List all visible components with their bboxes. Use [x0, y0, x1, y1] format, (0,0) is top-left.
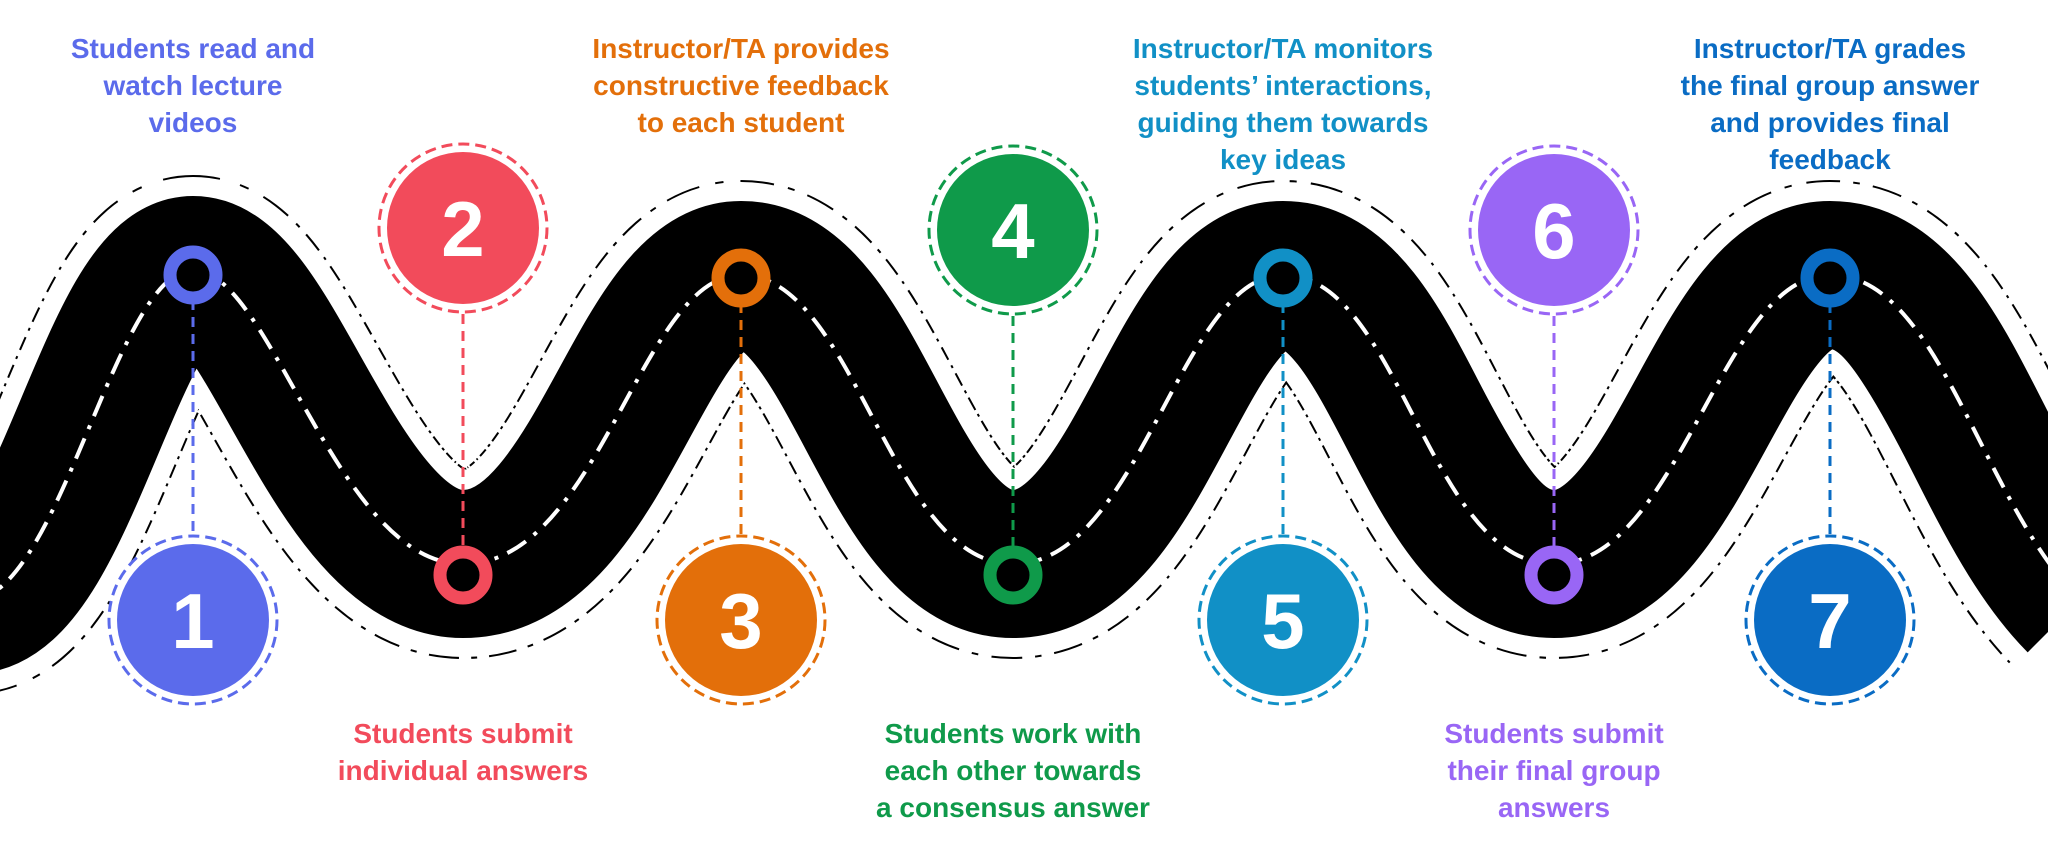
step-6-number: 6 — [1532, 187, 1575, 275]
step-1-number: 1 — [171, 577, 214, 665]
step-2-caption: Students submit individual answers — [337, 718, 589, 786]
step-6-road-pin — [1524, 545, 1584, 605]
step-1-badge — [117, 544, 269, 696]
step-7-road-pin — [1800, 248, 1860, 308]
step-5-caption: Instructor/TA monitors students’ interac… — [1132, 33, 1434, 175]
step-6-caption: Students submit their final group answer… — [1444, 718, 1664, 823]
step-5-road-pin — [1253, 248, 1313, 308]
step-3-road-pin — [711, 248, 771, 308]
step-2-number: 2 — [441, 185, 484, 273]
step-1-caption: Students read and watch lecture videos — [70, 33, 316, 138]
step-3-badge — [665, 544, 817, 696]
step-3-number: 3 — [719, 577, 762, 665]
step-4-number: 4 — [991, 187, 1034, 275]
step-7-badge — [1754, 544, 1906, 696]
step-4-road-pin — [983, 545, 1043, 605]
step-2-road-pin — [433, 545, 493, 605]
step-5-badge — [1207, 544, 1359, 696]
step-4-caption: Students work with each other towards a … — [876, 718, 1150, 823]
step-7-number: 7 — [1808, 577, 1851, 665]
step-3-caption: Instructor/TA provides constructive feed… — [592, 33, 890, 138]
step-6-badge — [1478, 154, 1630, 306]
step-1-road-pin — [163, 245, 223, 305]
step-4-badge — [937, 154, 1089, 306]
step-2-badge — [387, 152, 539, 304]
step-5-number: 5 — [1261, 577, 1304, 665]
step-7-caption: Instructor/TA grades the final group ans… — [1680, 33, 1980, 175]
steps-layer: 1 2 3 4 5 6 7 — [107, 142, 1916, 706]
